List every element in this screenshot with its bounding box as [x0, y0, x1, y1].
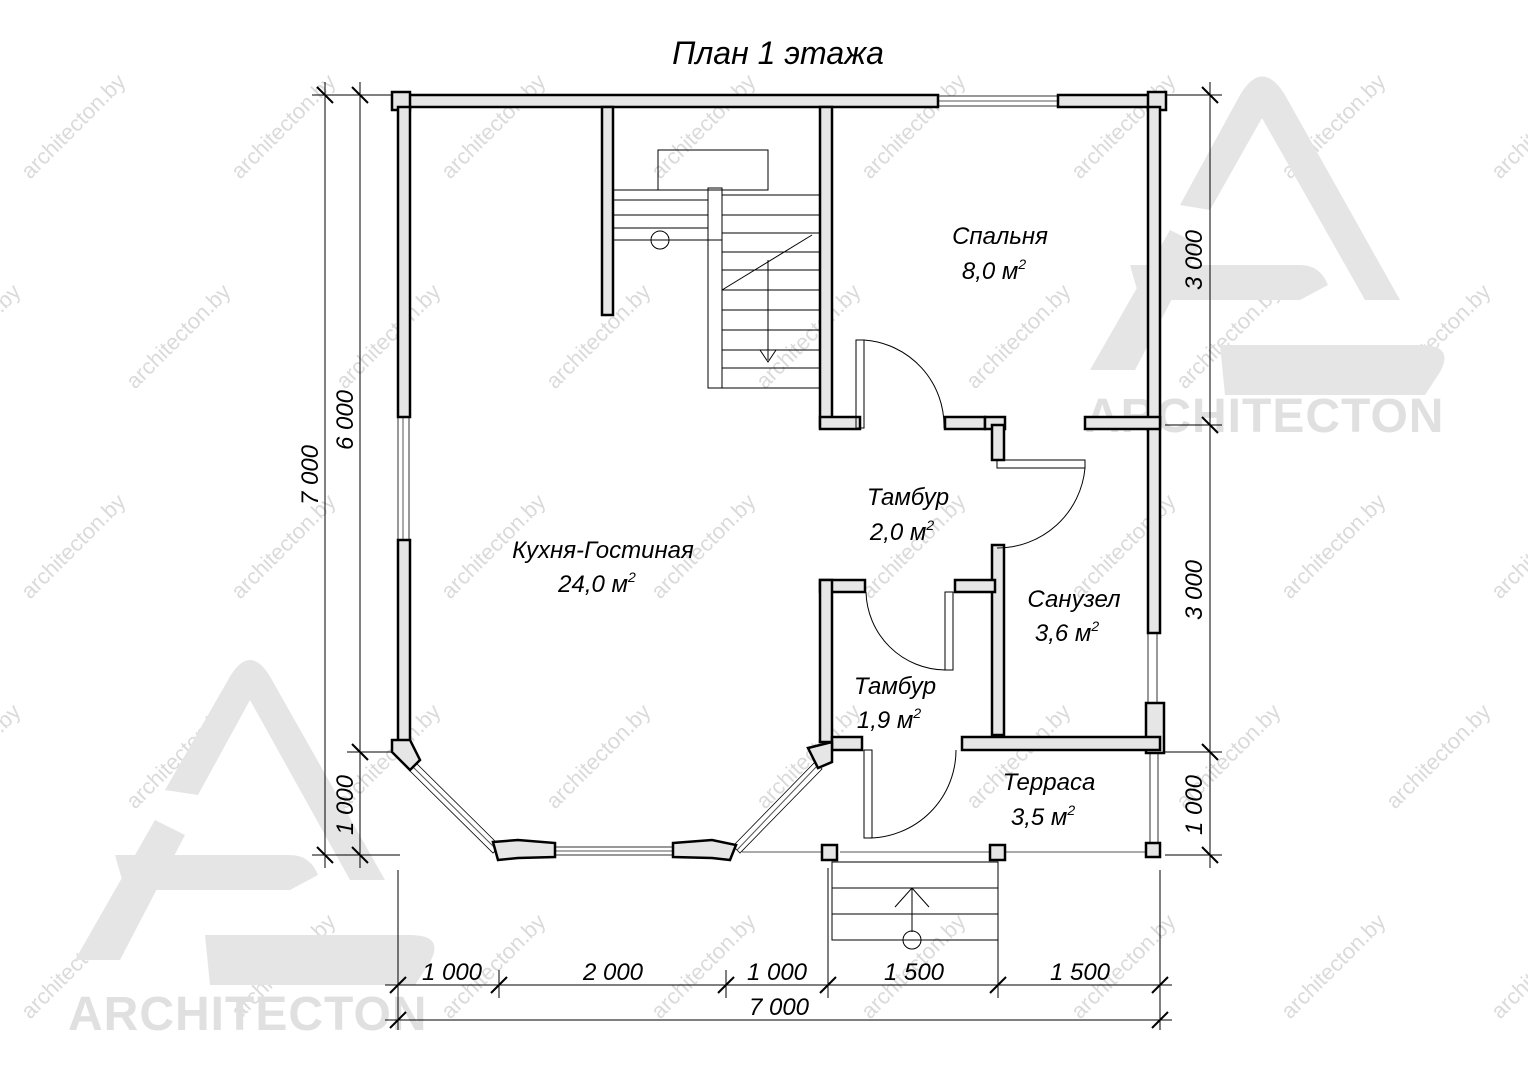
- watermark-url-text: architecton.by: [1066, 69, 1181, 184]
- dim-bottom-3: 1 000: [747, 959, 808, 986]
- watermark-url-text: architecton.by: [541, 279, 656, 394]
- staircase: [612, 149, 999, 950]
- watermark-url-text: architecton.by: [226, 489, 341, 604]
- watermark-url-text: architecton.by: [856, 69, 971, 184]
- dim-right-1000: 1 000: [1181, 774, 1208, 835]
- watermark-url-text: architecton.by: [1486, 489, 1528, 604]
- windows: [397, 95, 1159, 856]
- room-bathroom-name: Санузел: [1027, 586, 1121, 613]
- dim-bottom-2: 2 000: [582, 959, 644, 986]
- watermark-url-text: architecton.by: [1486, 909, 1528, 1024]
- dim-bottom-5: 1 500: [1050, 959, 1111, 986]
- dim-right-3000-mid: 3 000: [1181, 559, 1208, 620]
- dim-left-total: 7 000: [297, 444, 324, 505]
- dim-left-1000: 1 000: [332, 774, 359, 835]
- room-bathroom-area: 3,6 м2: [1035, 618, 1099, 647]
- watermark-url-text: architecton.by: [961, 279, 1076, 394]
- room-labels: Спальня 8,0 м2 Тамбур 2,0 м2 Кухня-Гости…: [512, 223, 1121, 831]
- dim-right-3000-top: 3 000: [1181, 229, 1208, 290]
- watermark-logo-right: ARCHITECTON: [1085, 76, 1445, 443]
- dimension-lines: [312, 82, 1222, 1030]
- walls: [390, 90, 1168, 862]
- room-kitchen-living-name: Кухня-Гостиная: [512, 537, 694, 564]
- watermark-logo-left: ARCHITECTON: [68, 660, 435, 1041]
- watermark-url-text: architecton.by: [646, 909, 761, 1024]
- watermark-url-text: architecton.by: [436, 69, 551, 184]
- watermark-url-text: architecton.by: [646, 69, 761, 184]
- room-vestibule-2-area: 1,9 м2: [857, 705, 921, 734]
- dim-bottom-total: 7 000: [749, 994, 810, 1021]
- room-terrace-name: Терраса: [1003, 769, 1096, 796]
- watermark-url-text: architecton.by: [1381, 699, 1496, 814]
- watermark-url-text: architecton.by: [1276, 909, 1391, 1024]
- room-bedroom-area: 8,0 м2: [962, 256, 1026, 285]
- room-vestibule-2-name: Тамбур: [854, 673, 936, 700]
- watermark-url-text: architecton.by: [1486, 69, 1528, 184]
- dim-bottom-4: 1 500: [884, 959, 945, 986]
- watermark-url-text: architecton.by: [0, 699, 25, 814]
- watermark-url-text: architecton.by: [331, 279, 446, 394]
- watermark-url-text: architecton.by: [16, 489, 131, 604]
- room-terrace-area: 3,5 м2: [1011, 802, 1075, 831]
- watermark-url-text: architecton.by: [751, 699, 866, 814]
- watermark-url-text: architecton.by: [541, 699, 656, 814]
- dim-bottom-1: 1 000: [422, 959, 483, 986]
- watermark-url-text: architecton.by: [0, 279, 25, 394]
- watermark-logo-left-text: ARCHITECTON: [68, 988, 427, 1041]
- watermark-url-text: architecton.by: [121, 279, 236, 394]
- plan-title: План 1 этажа: [672, 35, 884, 71]
- watermark-url-text: architecton.by: [961, 699, 1076, 814]
- watermark-url-text: architecton.by: [226, 69, 341, 184]
- doors: [855, 339, 1086, 839]
- room-kitchen-living-area: 24,0 м2: [557, 569, 636, 598]
- room-vestibule-1-area: 2,0 м2: [869, 517, 934, 546]
- room-vestibule-1-name: Тамбур: [867, 484, 949, 511]
- room-bedroom-name: Спальня: [952, 223, 1048, 250]
- watermark-url-text: architecton.by: [1276, 489, 1391, 604]
- dim-left-6000: 6 000: [332, 389, 359, 450]
- dimension-labels: 7 000 6 000 1 000 3 000 3 000 1 000 1 00…: [297, 229, 1208, 1021]
- watermark-url-text: architecton.by: [16, 69, 131, 184]
